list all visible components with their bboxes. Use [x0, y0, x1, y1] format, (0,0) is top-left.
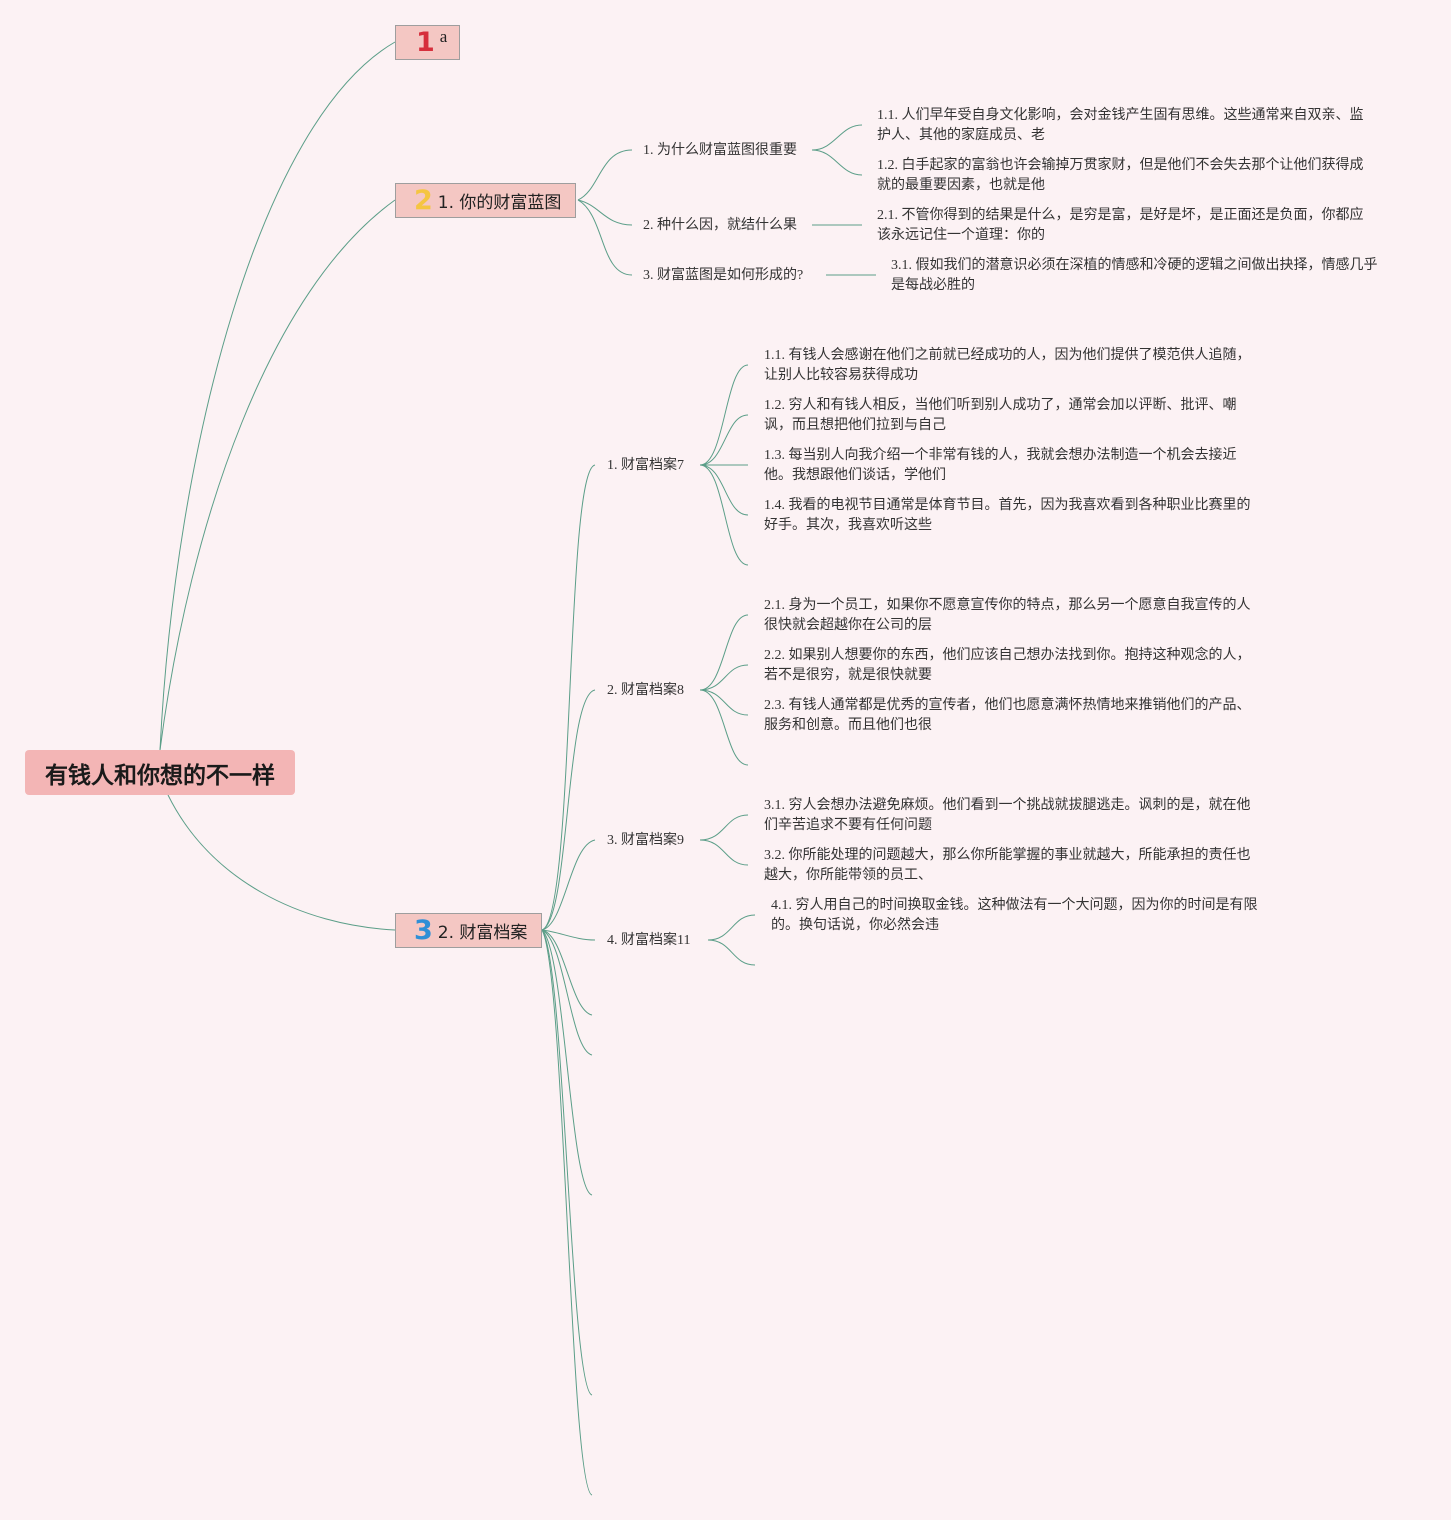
archive-subtopic-3[interactable]: 3. 财富档案9 [607, 833, 684, 848]
connector-root-topic-blueprint [159, 199, 396, 751]
main-topic-archive[interactable]: 3 2. 财富档案 [395, 913, 543, 948]
archive-leaf-1-1[interactable]: 1.1. 有钱人会感谢在他们之前就已经成功的人，因为他们提供了模范供人追随，让别… [764, 348, 1251, 383]
blueprint-leaf-3-1[interactable]: 3.1. 假如我们的潜意识必须在深植的情感和冷硬的逻辑之间做出抉择，情感几乎是每… [891, 258, 1378, 293]
priority-1-icon: 1 [416, 27, 435, 58]
priority-2-icon: 2 [414, 185, 433, 216]
main-topic-blueprint-label: 1. 你的财富蓝图 [437, 193, 562, 213]
connector-ar-sub3-leaf2 [699, 839, 749, 866]
archive-leaf-2-3[interactable]: 2.3. 有钱人通常都是优秀的宣传者，他们也愿意满怀热情地来推销他们的产品、服务… [764, 698, 1251, 733]
priority-3-icon: 3 [414, 915, 433, 946]
archive-subtopic-2[interactable]: 2. 财富档案8 [607, 683, 684, 698]
archive-subtopic-1[interactable]: 1. 财富档案7 [607, 458, 684, 473]
connector-archive-sub1 [541, 464, 596, 931]
blueprint-leaf-1-2[interactable]: 1.2. 白手起家的富翁也许会输掉万贯家财，但是他们不会失去那个让他们获得成就的… [877, 158, 1364, 193]
connector-ar-sub1-leaf5 [699, 464, 749, 566]
archive-leaf-1-4[interactable]: 1.4. 我看的电视节目通常是体育节目。首先，因为我喜欢看到各种职业比赛里的好手… [764, 498, 1251, 533]
connector-ar-sub1-leaf2 [699, 414, 749, 466]
archive-subtopic-4[interactable]: 4. 财富档案11 [607, 933, 691, 948]
connector-ar-sub2-leaf1 [699, 614, 749, 691]
blueprint-leaf-1-1[interactable]: 1.1. 人们早年受自身文化影响，会对金钱产生固有思维。这些通常来自双亲、监护人… [877, 108, 1364, 143]
connector-ar-sub3-leaf1 [699, 814, 749, 841]
connector-archive-sub4 [541, 929, 596, 941]
main-topic-a-label: a [439, 26, 448, 46]
main-topic-blueprint[interactable]: 2 1. 你的财富蓝图 [395, 183, 577, 218]
main-topic-a[interactable]: 1 a [395, 25, 460, 60]
connector-archive-sub2 [541, 689, 596, 931]
connector-archive-empty-3 [541, 929, 593, 1196]
connector-archive-empty-4 [541, 929, 593, 1396]
connector-root-topic-archive [167, 794, 396, 931]
blueprint-subtopic-3[interactable]: 3. 财富蓝图是如何形成的? [643, 268, 804, 283]
connector-archive-empty-2 [541, 929, 593, 1056]
archive-leaf-2-1[interactable]: 2.1. 身为一个员工，如果你不愿意宣传你的特点，那么另一个愿意自我宣传的人很快… [764, 598, 1251, 633]
connector-bp-sub1-leaf1 [811, 124, 863, 151]
connector-blueprint-sub3 [577, 199, 633, 276]
main-topic-archive-label: 2. 财富档案 [437, 923, 528, 943]
connector-ar-sub2-leaf2 [699, 664, 749, 691]
connector-ar-sub4-leaf1 [707, 914, 756, 941]
connector-bp-sub1-leaf2 [811, 149, 863, 176]
connector-archive-empty-5 [541, 929, 593, 1496]
connector-archive-empty-1 [541, 929, 593, 1016]
root-topic[interactable]: 有钱人和你想的不一样 [25, 750, 295, 795]
connector-ar-sub4-leaf2 [707, 939, 756, 966]
connector-root-topic-a [159, 41, 396, 751]
blueprint-leaf-2-1[interactable]: 2.1. 不管你得到的结果是什么，是穷是富，是好是坏，是正面还是负面，你都应该永… [877, 208, 1364, 243]
connector-ar-sub2-leaf4 [699, 689, 749, 766]
connector-ar-sub1-leaf1 [699, 364, 749, 466]
archive-leaf-3-1[interactable]: 3.1. 穷人会想办法避免麻烦。他们看到一个挑战就拔腿逃走。讽刺的是，就在他们辛… [764, 798, 1251, 833]
connector-ar-sub2-leaf3 [699, 689, 749, 716]
connector-archive-sub3 [541, 839, 596, 931]
connector-ar-sub1-leaf4 [699, 464, 749, 516]
blueprint-subtopic-1[interactable]: 1. 为什么财富蓝图很重要 [643, 143, 797, 158]
connector-blueprint-sub1 [577, 149, 633, 201]
archive-leaf-2-2[interactable]: 2.2. 如果别人想要你的东西，他们应该自己想办法找到你。抱持这种观念的人，若不… [764, 648, 1251, 683]
connector-blueprint-sub2 [577, 199, 633, 226]
archive-leaf-4-1[interactable]: 4.1. 穷人用自己的时间换取金钱。这种做法有一个大问题，因为你的时间是有限的。… [771, 898, 1258, 933]
archive-leaf-1-3[interactable]: 1.3. 每当别人向我介绍一个非常有钱的人，我就会想办法制造一个机会去接近他。我… [764, 448, 1237, 483]
archive-leaf-1-2[interactable]: 1.2. 穷人和有钱人相反，当他们听到别人成功了，通常会加以评断、批评、嘲讽，而… [764, 398, 1237, 433]
root-topic-label: 有钱人和你想的不一样 [45, 762, 275, 789]
archive-leaf-3-2[interactable]: 3.2. 你所能处理的问题越大，那么你所能掌握的事业就越大，所能承担的责任也越大… [764, 848, 1251, 883]
blueprint-subtopic-2[interactable]: 2. 种什么因，就结什么果 [643, 218, 797, 233]
